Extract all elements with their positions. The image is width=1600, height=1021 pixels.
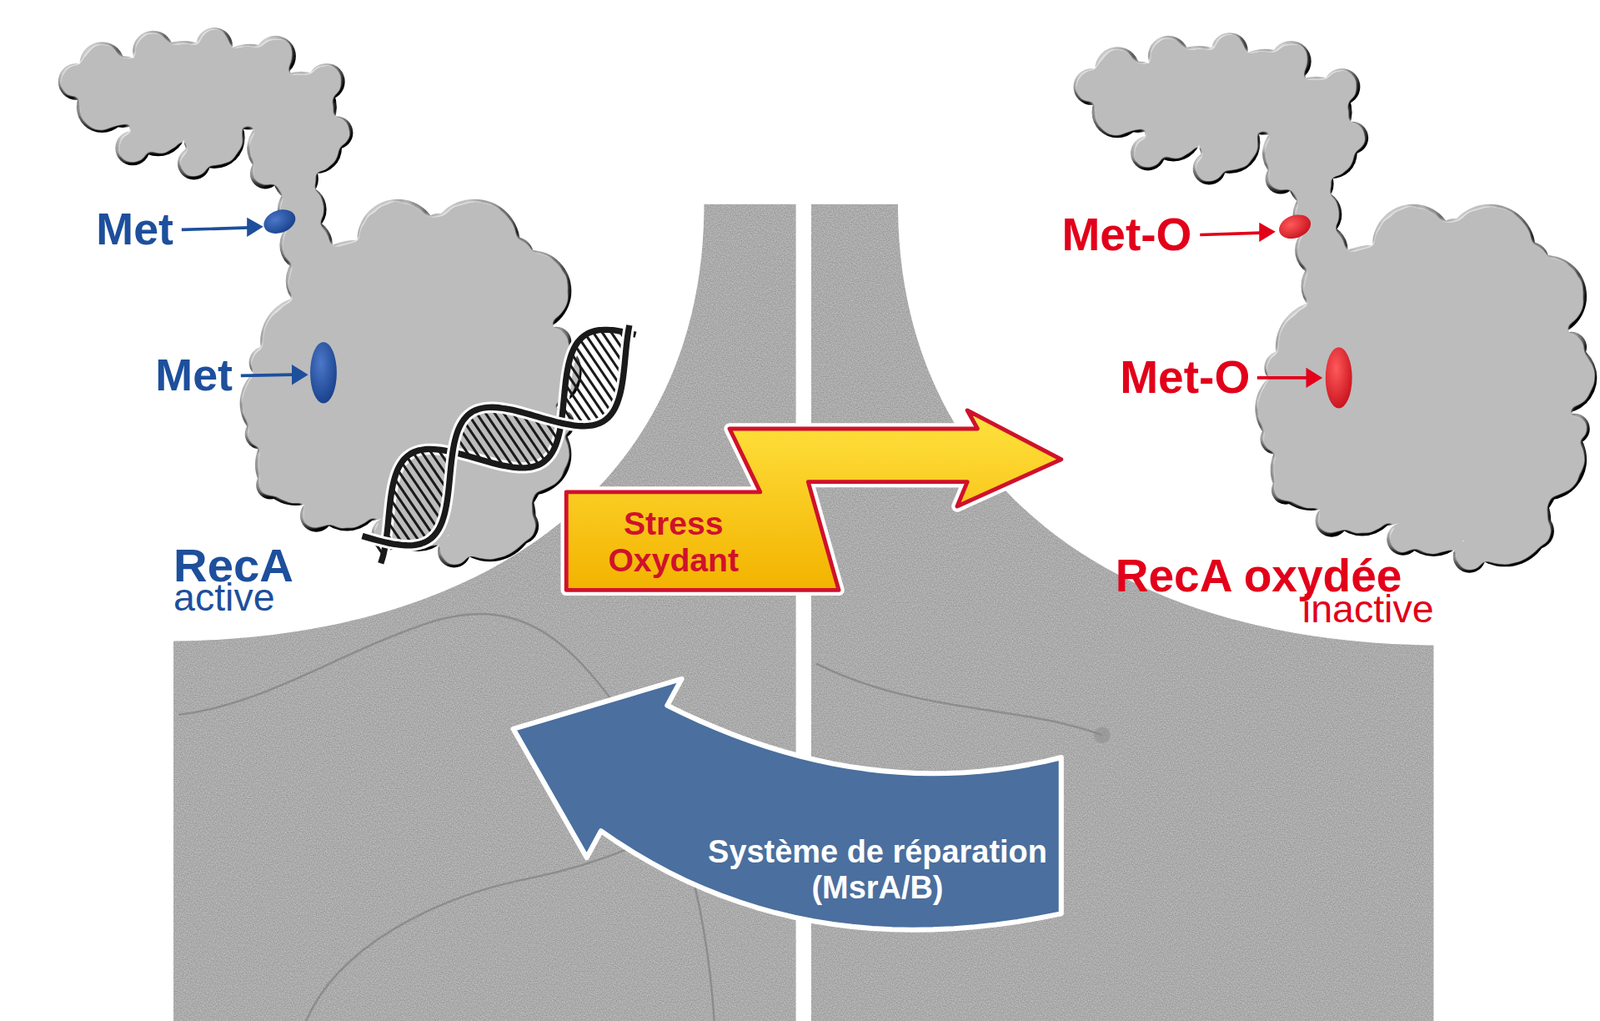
protein-state-oxidized: RecA oxydéeinactive — [1061, 30, 1592, 919]
leader-line — [1257, 376, 1309, 380]
residue-label: Met — [155, 352, 233, 398]
base-pair — [391, 487, 428, 541]
arrowhead — [1306, 367, 1324, 388]
arrow-label: Système de réparation (MsrA/B) — [692, 833, 1063, 905]
arrow-body — [566, 410, 1062, 590]
oxidized-methionine — [1275, 210, 1315, 243]
arrowhead — [246, 217, 264, 237]
state-subtitle: active — [173, 577, 275, 617]
protein-surface — [58, 27, 582, 567]
methionine-residue — [260, 205, 299, 238]
oxidized-methionine — [1325, 346, 1353, 408]
base-pair — [566, 373, 601, 423]
leader-line — [181, 227, 250, 230]
base-pair — [468, 414, 504, 466]
base-pair — [412, 451, 447, 502]
arrow-label: Stress Oxydant — [586, 505, 761, 579]
residue-label: Met — [95, 206, 174, 252]
leader-line — [1199, 232, 1261, 235]
oxidative-stress-arrow — [566, 410, 1062, 590]
methionine-residue — [310, 341, 337, 403]
state-subtitle: inactive — [1302, 589, 1435, 629]
residue-label: Met-O — [1061, 211, 1192, 258]
arrow-halo — [566, 410, 1062, 590]
protein-state-active: RecAactive — [40, 30, 567, 729]
reca-oxidized-structure — [1073, 32, 1597, 572]
particle — [1093, 726, 1111, 743]
base-pair — [585, 334, 622, 387]
leader-line — [240, 374, 295, 376]
repair-arrow — [513, 678, 1062, 930]
filament — [816, 663, 1103, 736]
arrowhead — [1258, 222, 1276, 242]
arrowhead — [291, 364, 309, 385]
residue-label: Met-O — [1119, 354, 1250, 401]
protein-surface — [1073, 32, 1597, 572]
arrow-body — [513, 678, 1062, 930]
dna-filaments — [178, 613, 1103, 1021]
base-pair — [390, 498, 421, 544]
reca-active-structure — [58, 27, 582, 567]
